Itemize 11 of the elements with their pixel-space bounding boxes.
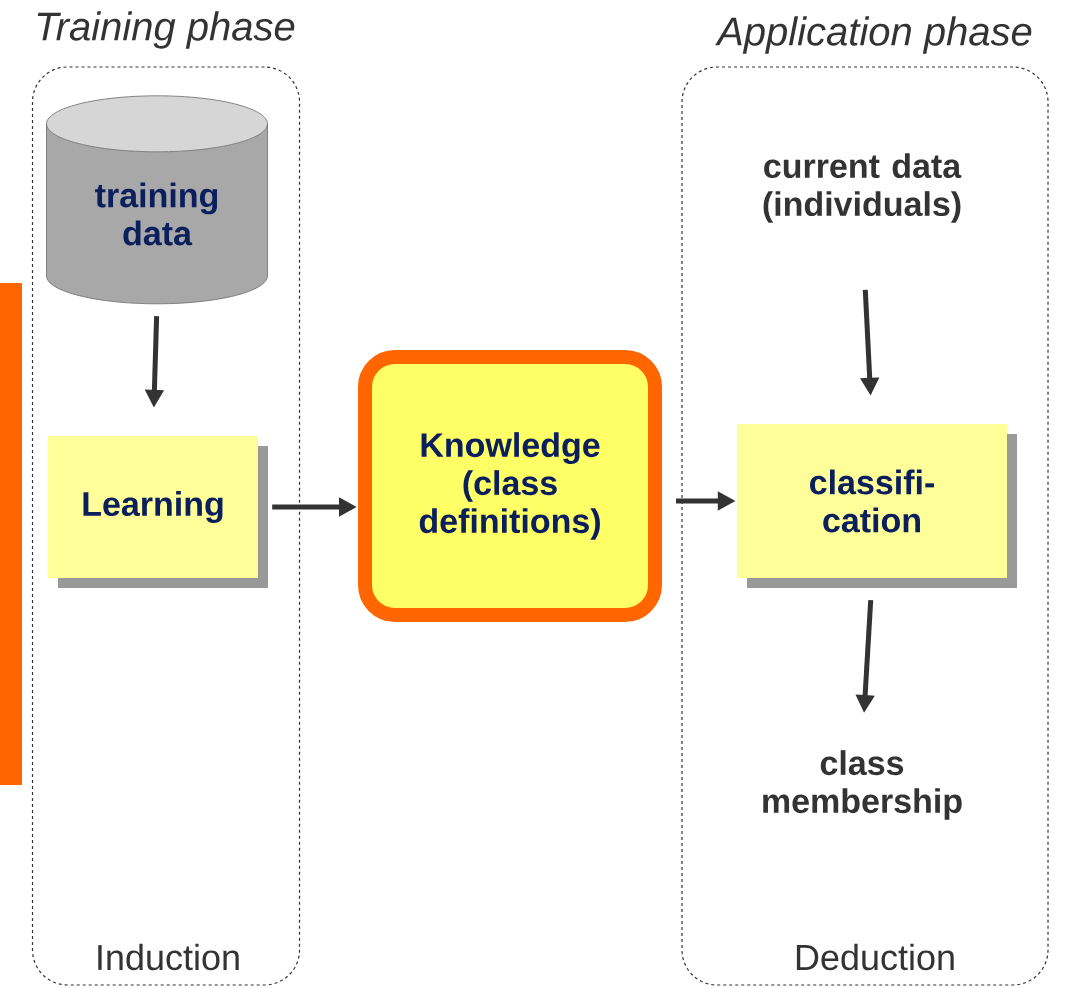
process-box: Learning (48, 436, 268, 588)
database-cylinder: training data (46, 95, 268, 305)
highlighted-box: Knowledge (class definitions) (358, 350, 662, 622)
phase-title: Training phase (37, 11, 295, 49)
side-bar (0, 283, 22, 785)
region-label: Deduction (796, 943, 954, 971)
phase-title: Application phase (715, 16, 1032, 54)
text-label: current data (individuals) (763, 153, 962, 223)
text-label: class membership (763, 750, 962, 820)
process-box: classifi- cation (737, 424, 1017, 588)
region-label: Induction (98, 943, 239, 971)
